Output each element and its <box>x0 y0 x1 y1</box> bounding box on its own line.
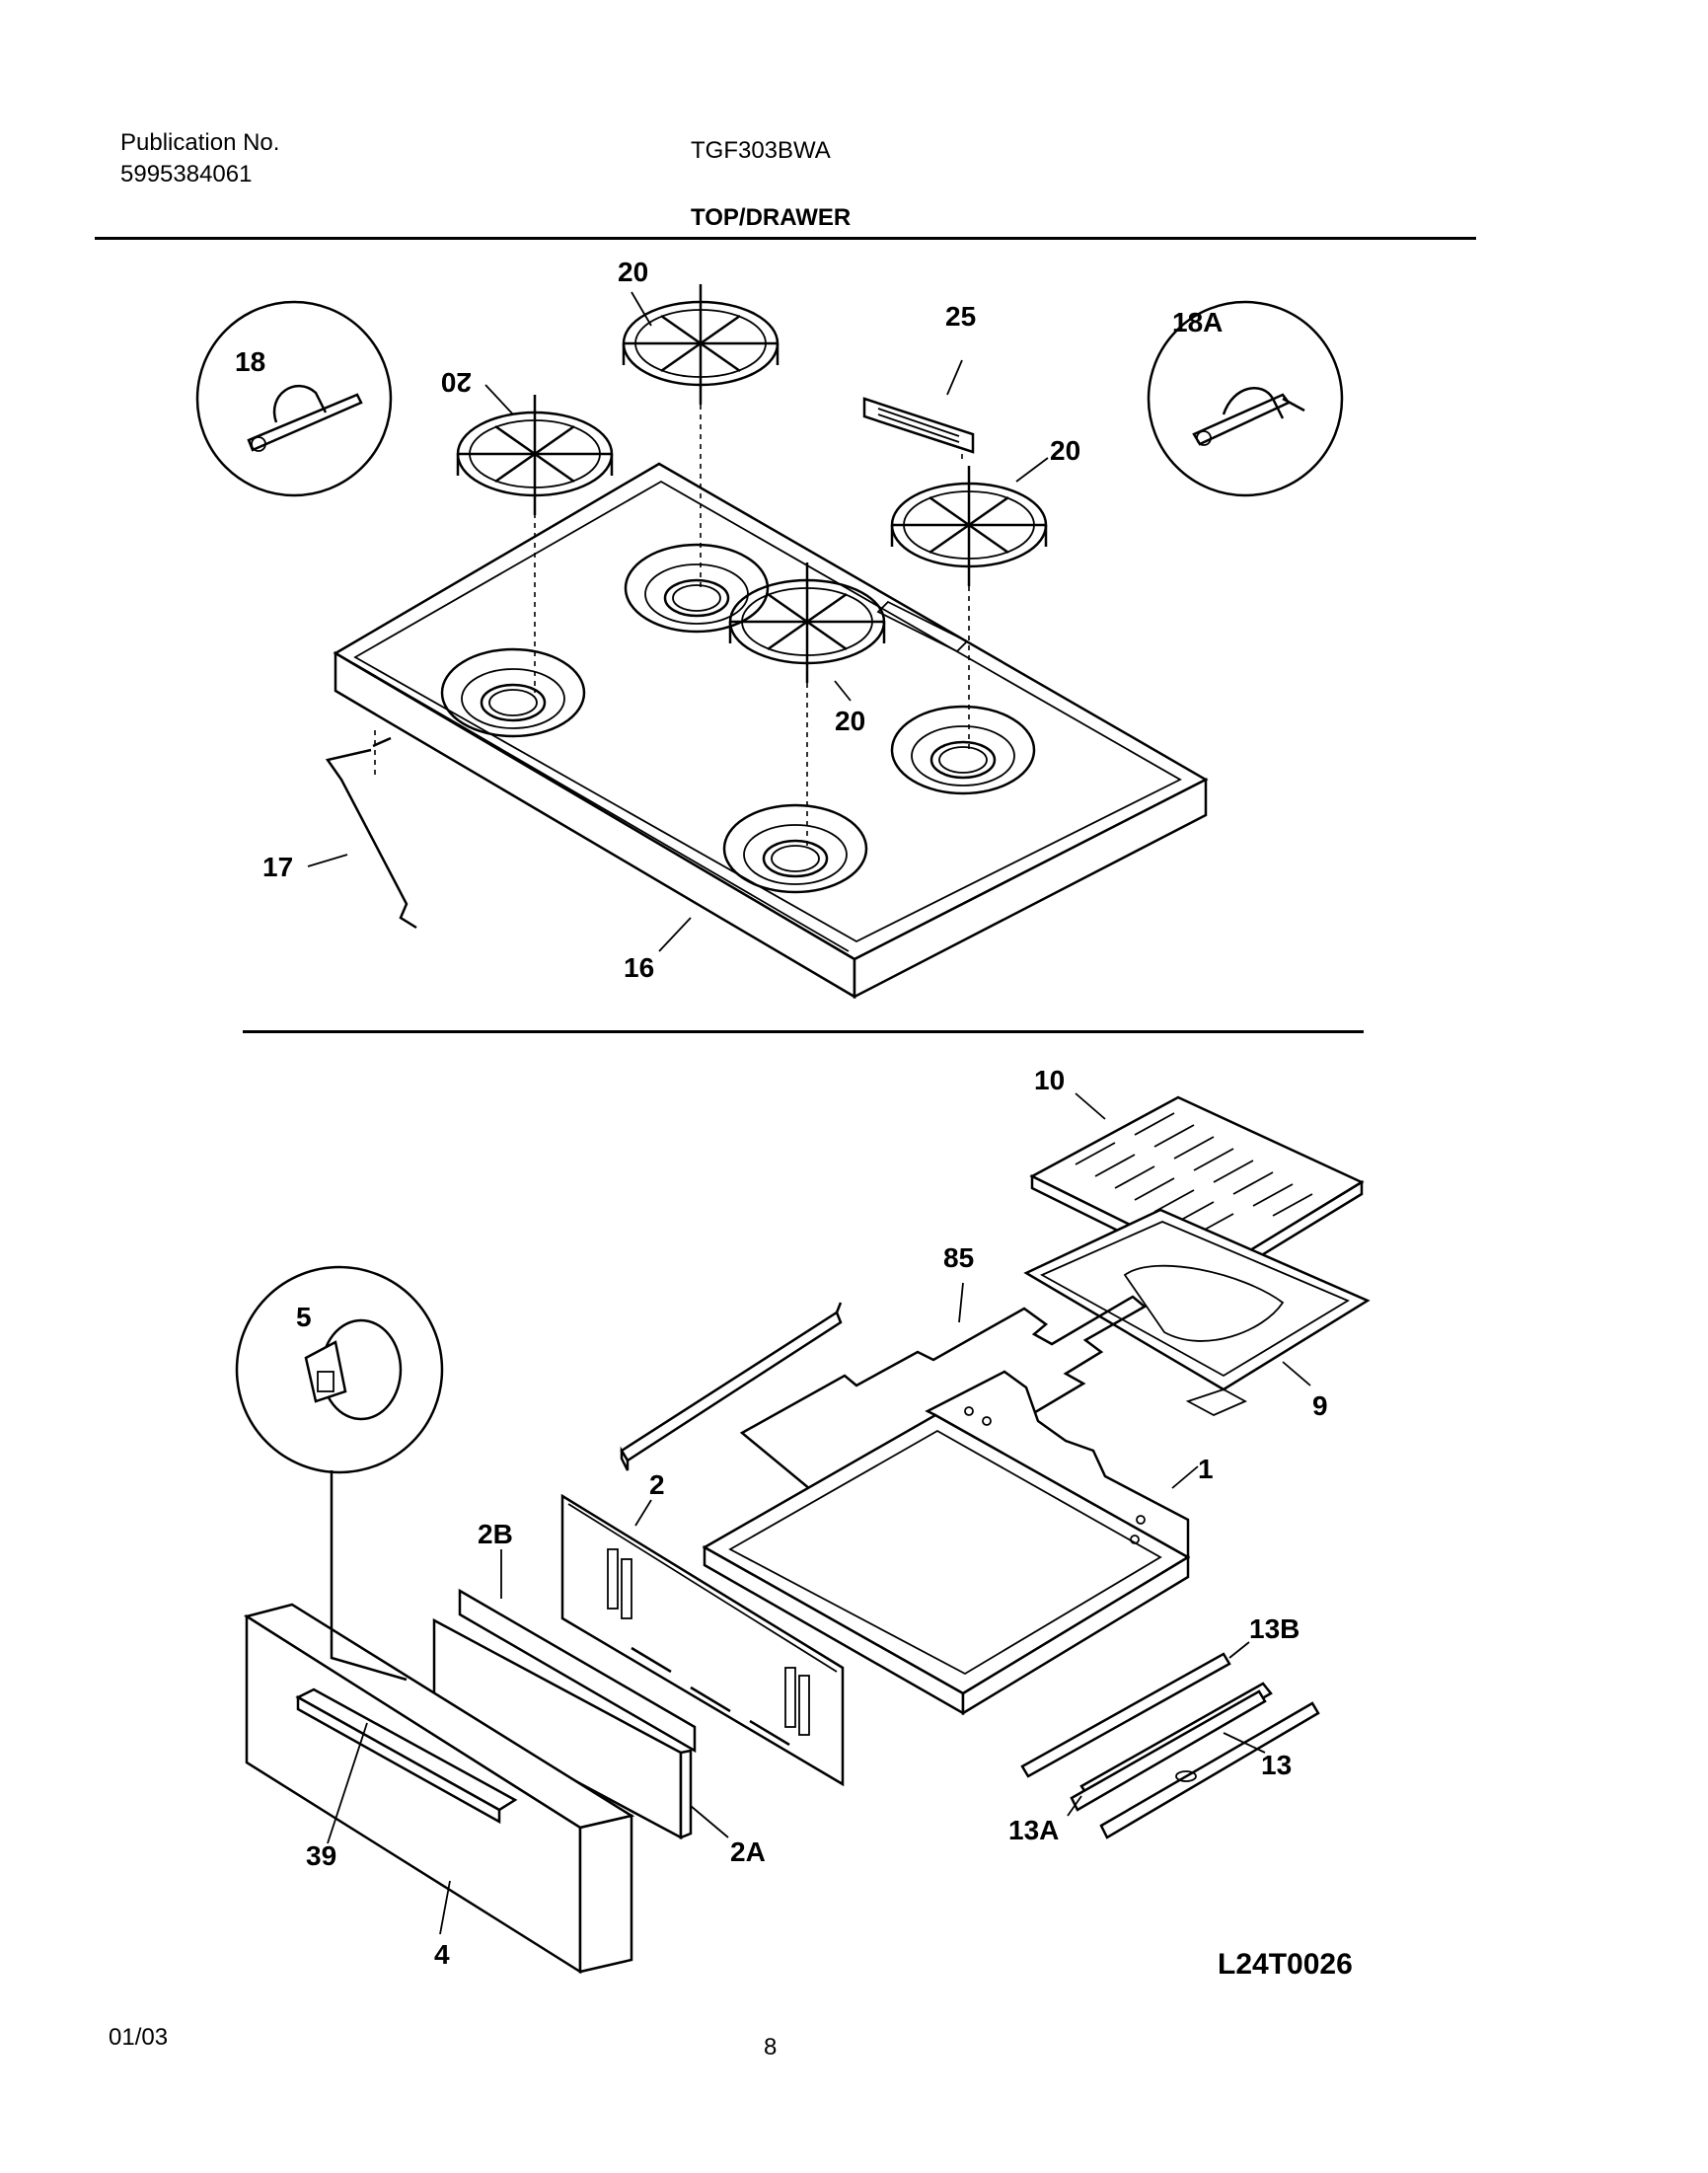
callout-slide-middle: 13A <box>1008 1815 1059 1845</box>
callout-vent-trim: 25 <box>945 301 976 332</box>
drawer-liner <box>458 1588 697 1754</box>
callout-cooktop: 16 <box>624 952 654 983</box>
callout-drawer-liner: 2B <box>478 1519 513 1549</box>
grate-left <box>456 393 614 517</box>
broiler-pan <box>1023 1208 1371 1417</box>
callout-bumper: 5 <box>296 1302 312 1332</box>
slide-rail-inner <box>1099 1701 1320 1839</box>
support-rod <box>325 748 417 930</box>
callout-grate-right: 20 <box>1050 435 1080 466</box>
page-number: 8 <box>764 2034 778 2061</box>
publication-number: 5995384061 <box>120 161 253 187</box>
callout-slide-inner: 13 <box>1261 1750 1292 1780</box>
callout-rack-frame: 85 <box>943 1242 974 1273</box>
callout-drawer-body: 1 <box>1198 1454 1214 1484</box>
model-number: TGF303BWA <box>691 137 831 164</box>
clip-detail-left <box>195 300 393 497</box>
publication-label: Publication No. <box>120 129 280 156</box>
drawer-back-panel <box>560 1493 845 1787</box>
callout-slide-outer: 13B <box>1249 1613 1300 1644</box>
header-rule <box>95 237 1476 240</box>
bumper-detail <box>235 1265 444 1474</box>
grate-top-center <box>622 282 780 407</box>
callout-handle: 39 <box>306 1840 336 1871</box>
clip-detail-right <box>1147 300 1344 497</box>
callout-broiler-pan: 9 <box>1312 1390 1328 1421</box>
callout-drawer-front: 4 <box>434 1939 450 1970</box>
section-title: TOP/DRAWER <box>691 204 852 231</box>
callout-drawer-back: 2 <box>649 1469 665 1500</box>
drawing-id: L24T0026 <box>1218 1948 1353 1981</box>
cooktop-panel <box>333 462 1209 1000</box>
callout-drawer-bracket: 2A <box>730 1836 766 1867</box>
grate-right <box>890 464 1048 588</box>
callout-grate-top-center: 20 <box>618 257 648 287</box>
slide-rail-upper-left <box>620 1302 843 1471</box>
drawer-handle <box>295 1687 518 1825</box>
drawer-inner-panel <box>432 1617 693 1840</box>
callout-broiler-rack: 10 <box>1034 1065 1065 1095</box>
callout-grate-left: 20 <box>441 367 472 398</box>
slide-rail-outer <box>1020 1652 1231 1778</box>
callout-grate-center: 20 <box>835 706 865 736</box>
footer-date: 01/03 <box>109 2024 169 2051</box>
callout-clip-left: 18 <box>235 346 265 377</box>
callout-support-rod: 17 <box>262 852 293 882</box>
drawer-body <box>702 1370 1191 1716</box>
callout-clip-right: 18A <box>1172 307 1223 337</box>
vent-trim <box>862 397 975 454</box>
section-divider <box>243 1030 1364 1033</box>
